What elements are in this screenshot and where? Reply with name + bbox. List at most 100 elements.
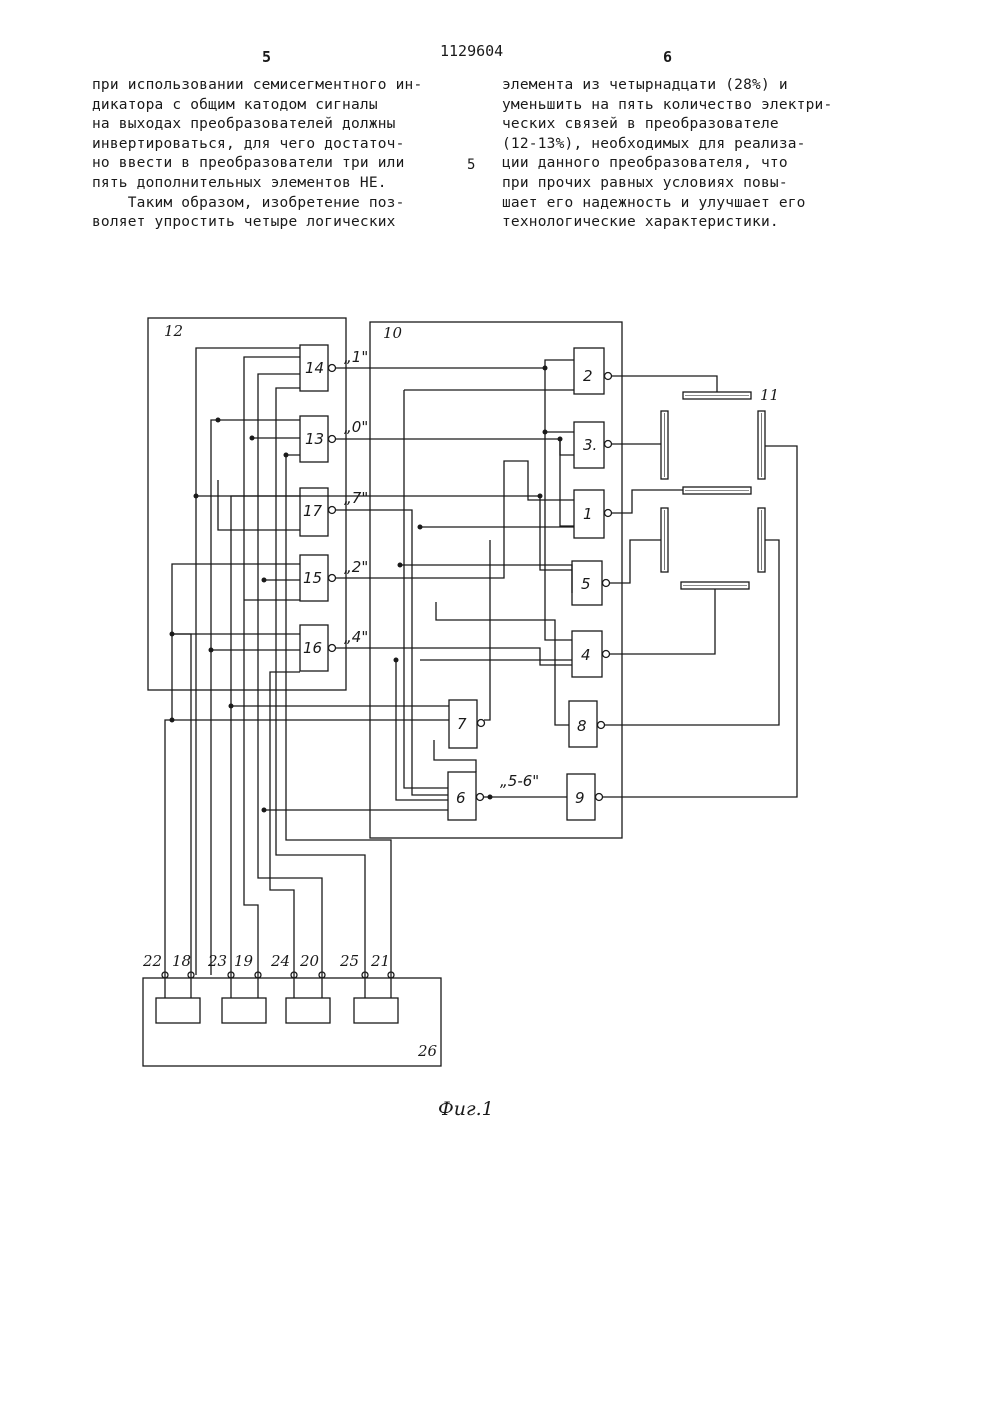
bus xyxy=(270,672,300,975)
gate-5-label: 5 xyxy=(581,575,591,593)
gate-4-label: 4 xyxy=(581,646,591,664)
terminal-20: 20 xyxy=(299,952,320,970)
wire xyxy=(336,510,448,795)
bus xyxy=(165,634,172,975)
gate-15-label: 15 xyxy=(303,569,322,587)
wire xyxy=(436,602,569,725)
inverter-bubble xyxy=(329,365,336,372)
wire xyxy=(400,565,572,593)
wire xyxy=(560,439,574,526)
inverter-bubble xyxy=(603,580,610,587)
terminal-25: 25 xyxy=(339,952,359,970)
terminal-22: 22 xyxy=(142,952,162,970)
wire xyxy=(404,390,448,788)
wire xyxy=(218,480,300,530)
junction xyxy=(543,366,548,371)
junction xyxy=(262,808,267,813)
wire xyxy=(336,461,574,578)
wire xyxy=(196,496,572,570)
signal-1: „1" xyxy=(344,348,368,366)
terminal-19: 19 xyxy=(234,952,254,970)
inverter-bubble xyxy=(329,436,336,443)
gate-7-label: 7 xyxy=(457,715,467,733)
figure-caption: Фиг.1 xyxy=(438,1098,494,1120)
wire xyxy=(612,490,683,513)
terminal-21: 21 xyxy=(370,952,390,970)
inverter-bubble xyxy=(605,373,612,380)
gate-14-label: 14 xyxy=(305,359,324,377)
gate-8-label: 8 xyxy=(577,717,587,735)
junction xyxy=(194,494,199,499)
junction xyxy=(170,632,175,637)
bus xyxy=(286,455,391,975)
inverter-bubble xyxy=(329,507,336,514)
signal-7: „7" xyxy=(344,489,368,507)
counter-block xyxy=(354,998,398,1023)
gate-1-label: 1 xyxy=(583,505,593,523)
wire xyxy=(545,432,572,640)
inverter-bubble xyxy=(605,441,612,448)
junction xyxy=(209,648,214,653)
signal-2: „2" xyxy=(344,558,368,576)
junction xyxy=(216,418,221,423)
junction xyxy=(284,453,289,458)
gate-6-label: 6 xyxy=(456,789,466,807)
signal-4: „4" xyxy=(344,628,368,646)
junction xyxy=(398,563,403,568)
junction xyxy=(170,718,175,723)
wire xyxy=(336,648,572,665)
bus xyxy=(258,374,322,975)
wire xyxy=(545,368,574,432)
input-buses xyxy=(165,348,391,998)
gate-2-label: 2 xyxy=(583,367,593,385)
wire xyxy=(610,540,661,583)
indicator-wires xyxy=(603,376,797,797)
terminal-pins xyxy=(162,972,394,978)
wire xyxy=(610,589,715,654)
wire xyxy=(336,439,574,455)
signal-0: „0" xyxy=(344,418,368,436)
junction xyxy=(250,436,255,441)
inverter-bubble xyxy=(605,510,612,517)
bus xyxy=(244,357,300,975)
counter-block xyxy=(286,998,330,1023)
junction xyxy=(538,494,543,499)
gate-17-label: 17 xyxy=(303,502,323,520)
junction xyxy=(262,578,267,583)
label-11: 11 xyxy=(760,386,779,404)
junction xyxy=(558,437,563,442)
frame-26 xyxy=(143,978,441,1066)
junction xyxy=(488,795,493,800)
bus xyxy=(231,496,300,975)
wire xyxy=(434,740,476,772)
inverter-bubble xyxy=(596,794,603,801)
wire xyxy=(612,376,717,392)
label-10: 10 xyxy=(383,324,403,342)
inverter-bubble xyxy=(603,651,610,658)
gate-16-label: 16 xyxy=(303,639,322,657)
bus xyxy=(172,564,300,975)
inverter-bubble xyxy=(329,645,336,652)
terminal-24: 24 xyxy=(270,952,290,970)
inverter-bubble xyxy=(477,794,484,801)
counter-block xyxy=(156,998,200,1023)
interconnect-wires xyxy=(172,360,574,810)
wire xyxy=(336,360,574,368)
junction xyxy=(229,704,234,709)
gate-13-label: 13 xyxy=(305,430,324,448)
inverter-bubble xyxy=(598,722,605,729)
gate-3-label: 3. xyxy=(583,436,597,454)
junction xyxy=(418,525,423,530)
gate-9-label: 9 xyxy=(575,789,585,807)
inverter-bubble xyxy=(478,720,485,727)
signal-5-6: „5-6" xyxy=(500,772,539,790)
terminal-18: 18 xyxy=(172,952,191,970)
junction xyxy=(543,430,548,435)
label-12: 12 xyxy=(164,322,183,340)
label-26: 26 xyxy=(417,1042,438,1060)
counter-block xyxy=(222,998,266,1023)
wire xyxy=(484,540,490,720)
junction xyxy=(394,658,399,663)
wire xyxy=(605,540,779,725)
